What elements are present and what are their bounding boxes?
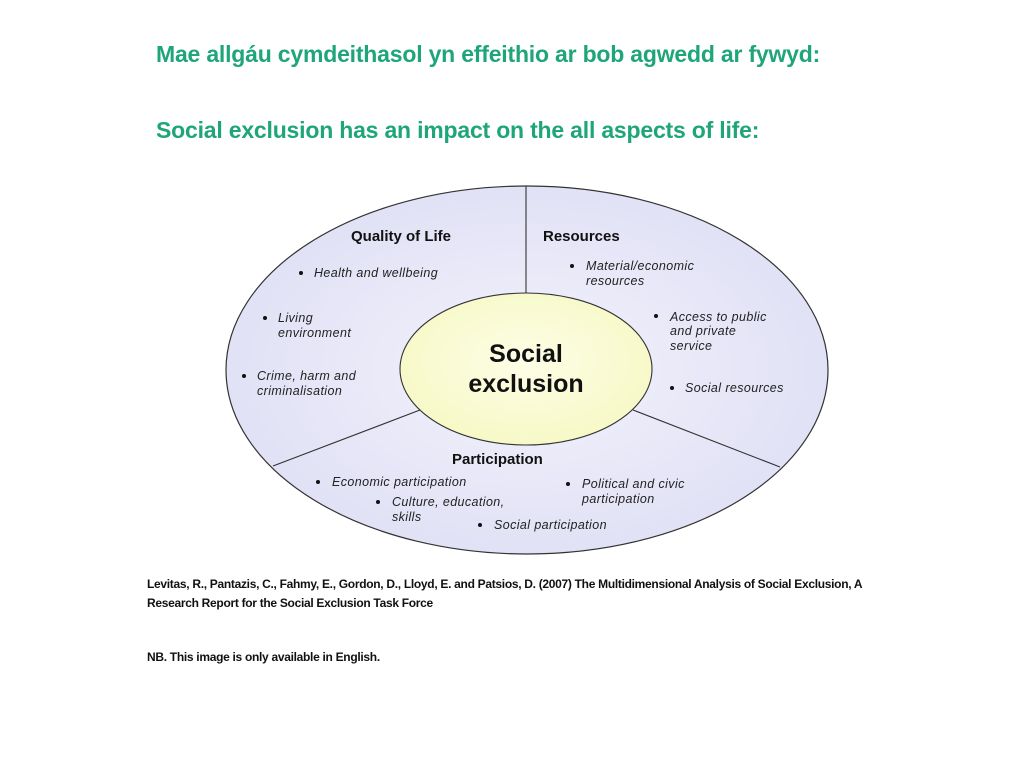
divider-left (272, 409, 421, 467)
list-item: Material/economic (586, 259, 695, 273)
bullet-icon (670, 386, 674, 390)
list-item: participation (581, 492, 655, 506)
list-item: Social resources (685, 381, 784, 395)
segment-participation: Participation Economic participation Cul… (316, 451, 685, 532)
page-title-welsh: Mae allgáu cymdeithasol yn effeithio ar … (156, 41, 821, 67)
list-item: Crime, harm and (257, 369, 357, 383)
segment-resources: Resources Material/economic resources Ac… (543, 228, 784, 395)
bullet-icon (376, 500, 380, 504)
center-circle (399, 292, 653, 446)
center-label-line1: Social (489, 340, 563, 368)
list-item: Political and civic (582, 477, 685, 491)
segment-heading: Participation (452, 451, 543, 468)
segment-quality-of-life: Quality of Life Health and wellbeing Liv… (242, 228, 451, 398)
list-item: environment (278, 326, 351, 340)
list-item: Living (278, 311, 313, 325)
bullet-icon (478, 523, 482, 527)
social-exclusion-diagram: Social exclusion Quality of Life Health … (222, 180, 834, 560)
list-item: Health and wellbeing (314, 266, 438, 280)
list-item: skills (392, 510, 421, 524)
citation-reference: Levitas, R., Pantazis, C., Fahmy, E., Go… (147, 577, 862, 610)
segment-heading: Quality of Life (351, 228, 451, 245)
list-item: service (670, 339, 712, 353)
list-item: Access to public (669, 310, 767, 324)
bullet-icon (566, 482, 570, 486)
bullet-icon (263, 316, 267, 320)
bullet-icon (316, 480, 320, 484)
bullet-icon (654, 314, 658, 318)
segment-heading: Resources (543, 228, 620, 245)
list-item: criminalisation (257, 384, 342, 398)
bullet-icon (242, 374, 246, 378)
list-item: resources (586, 274, 644, 288)
page-title-english: Social exclusion has an impact on the al… (156, 117, 760, 143)
language-note: NB. This image is only available in Engl… (147, 650, 380, 664)
divider-right (632, 409, 781, 468)
bullet-icon (299, 271, 303, 275)
bullet-icon (570, 264, 574, 268)
list-item: Culture, education, (392, 495, 505, 509)
list-item: and private (670, 324, 736, 338)
list-item: Economic participation (332, 475, 467, 489)
center-label-line2: exclusion (468, 370, 583, 398)
list-item: Social participation (494, 518, 607, 532)
